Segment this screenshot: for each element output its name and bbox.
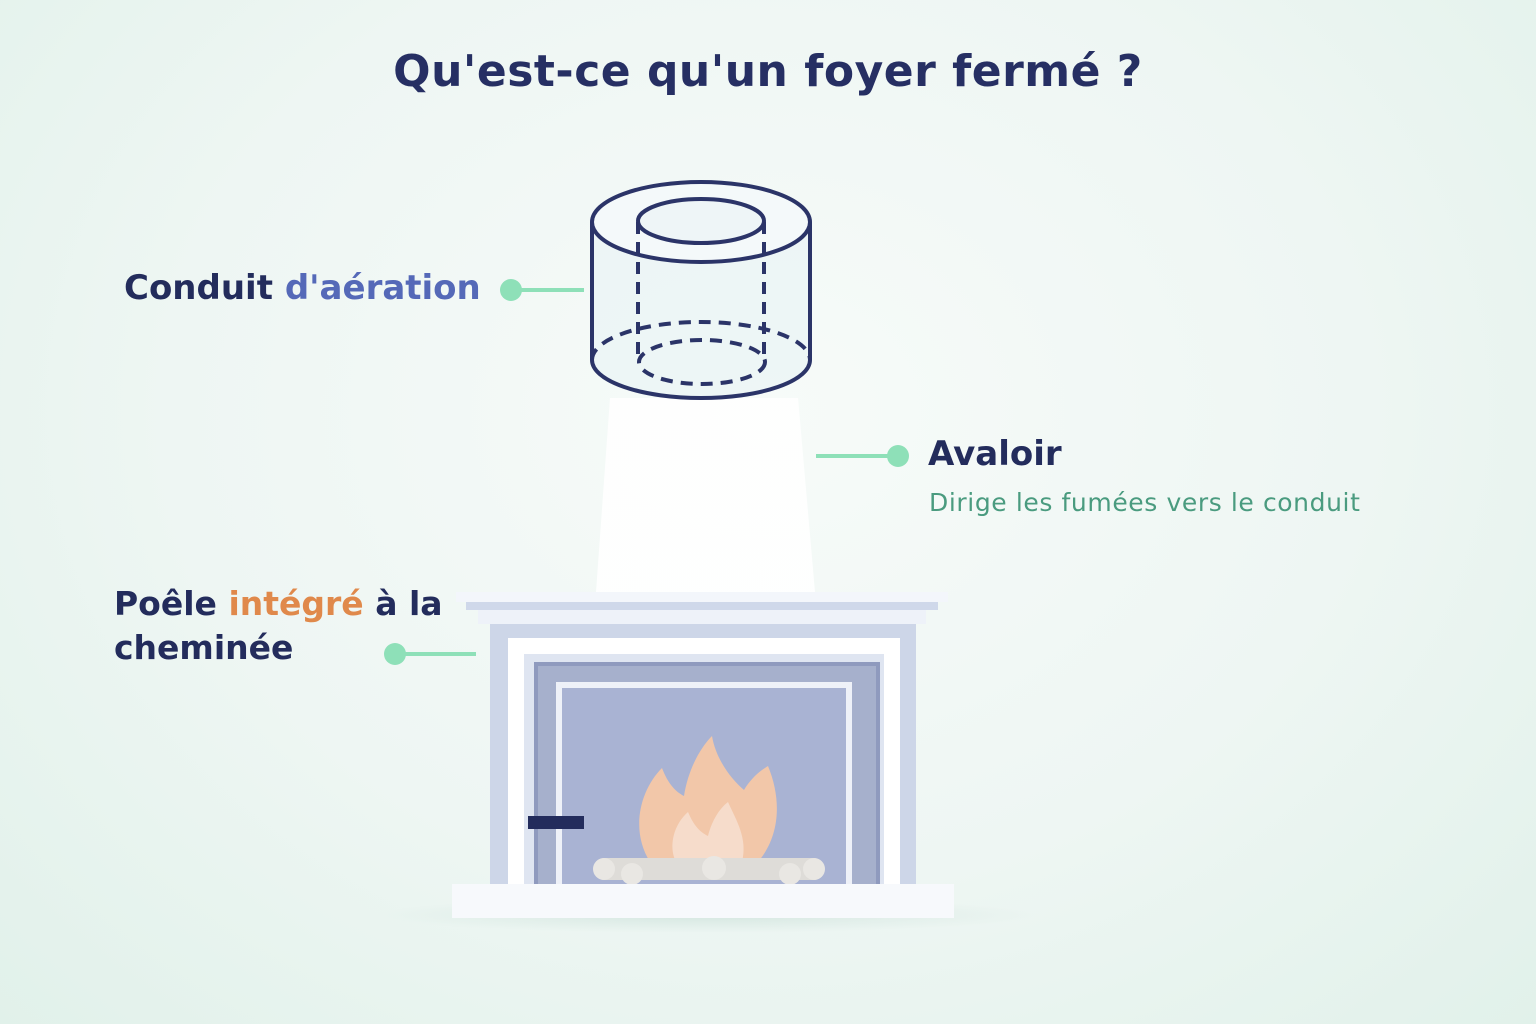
door-handle-icon (528, 816, 584, 829)
label-poele-integre: Poêle intégré à la cheminée (114, 582, 454, 670)
page-title: Qu'est-ce qu'un foyer fermé ? (393, 46, 1143, 97)
label-conduit-main: Conduit (124, 268, 273, 308)
connector-poele (384, 643, 476, 665)
label-poele-accent: intégré (228, 584, 364, 623)
connector-conduit (500, 279, 584, 301)
fireplace-hearth (452, 884, 954, 918)
label-poele-before: Poêle (114, 584, 217, 623)
label-conduit-accent: d'aération (284, 268, 481, 308)
logs-icon (593, 856, 825, 885)
label-avaloir: Avaloir (928, 434, 1062, 474)
fireplace-mantel (456, 592, 948, 624)
label-poele-after: à la cheminée (114, 584, 443, 667)
flame-icon (639, 736, 777, 862)
label-conduit-aeration: Conduit d'aération (124, 268, 481, 308)
avaloir-hood (596, 398, 815, 592)
connector-avaloir (816, 445, 909, 467)
conduit-cylinder-icon (590, 180, 812, 400)
label-avaloir-description: Dirige les fumées vers le conduit (929, 488, 1361, 517)
